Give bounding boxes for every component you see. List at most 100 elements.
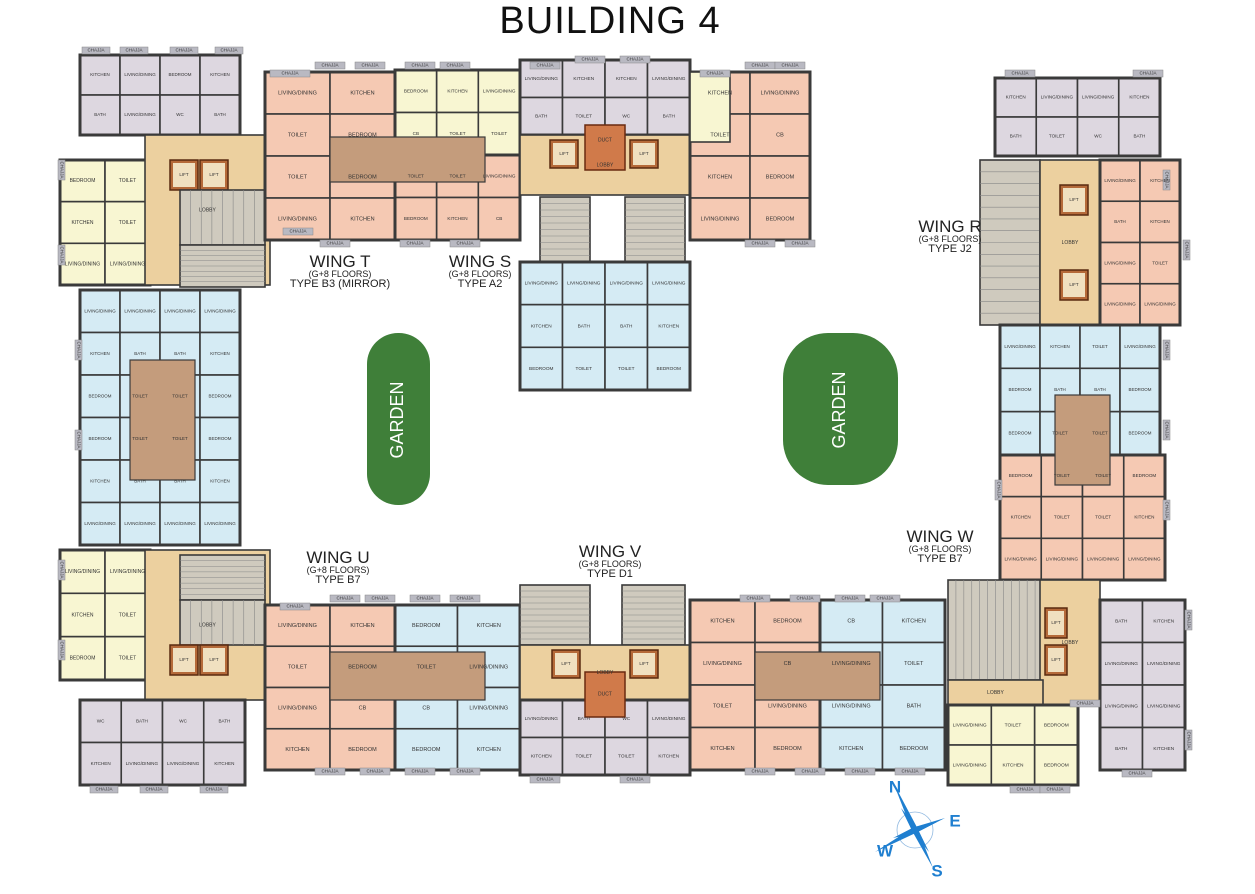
chajja [57,639,66,661]
wing-type: TYPE A2 [457,278,503,290]
chajja [1069,699,1101,708]
room-label: LIVING/DINING [65,569,100,575]
corridor [754,651,881,701]
page-title: BUILDING 4 [499,0,721,42]
chajja-label: CHAJJA [706,71,723,76]
room-label: LIVING/DINING [1144,302,1176,307]
room-label: TOILET [288,174,308,180]
lobby-label: LOBBY [987,690,1004,696]
room-label: BATH [94,112,106,117]
room-label: LIVING/DINING [1147,661,1181,667]
room-label: BEDROOM [766,174,795,180]
compass-s: S [931,861,942,880]
room-label: KITCHEN [90,351,109,356]
room-label: TOILET [119,656,136,662]
chajja-label: CHAJJA [175,48,192,53]
room-label: LIVING/DINING [124,112,156,117]
chajja [279,602,311,611]
chajja-label: CHAJJA [1046,787,1063,792]
room-label: BEDROOM [529,366,553,372]
chajja-label: CHAJJA [59,161,64,178]
chajja [329,594,361,603]
chajja [699,69,731,78]
chajja [619,775,651,784]
chajja-label: CHAJJA [456,596,473,601]
room-label: KITCHEN [1134,515,1154,520]
room-label: LIVING/DINING [525,716,559,722]
room-label: CB [413,131,419,136]
room-label: BEDROOM [412,747,441,753]
room-label: BEDROOM [1009,387,1032,392]
room [519,303,564,349]
room-label: LIVING/DINING [701,216,740,222]
room [1099,159,1141,203]
chajja [1182,239,1191,261]
chajja-label: CHAJJA [996,481,1001,498]
room [1122,495,1166,540]
chajja [119,46,149,55]
chajja [1132,69,1164,78]
room-label: KITCHEN [531,754,552,760]
chajja [789,594,821,603]
wing-floors: (G+8 FLOORS) [918,234,982,244]
chajja [314,767,346,776]
chajja [834,594,866,603]
chajja [1121,769,1153,778]
room-label: BATH [1114,219,1126,224]
chajja-label: CHAJJA [95,787,112,792]
room [604,346,649,391]
room-label: TOILET [491,131,507,136]
room-label: TOILET [1152,260,1168,265]
chajja-label: CHAJJA [361,63,378,68]
chajja-label: CHAJJA [801,769,818,774]
room-label: BEDROOM [1133,473,1157,478]
wing-t-label: WING T (G+8 FLOORS) TYPE B3 (MIRROR) [285,253,395,290]
room-label: LIVING/DINING [761,90,800,96]
corridor [329,651,486,701]
compass-e: E [949,811,960,830]
room-label: TOILET [1092,431,1108,436]
room-label: KITCHEN [1006,95,1026,100]
room [1081,537,1125,581]
chajja [319,239,351,248]
room-label: TOILET [172,393,188,398]
chajja-label: CHAJJA [1184,241,1189,258]
room-label: KITCHEN [210,72,229,77]
chajja [449,594,481,603]
lift-label: LIFT [639,151,649,156]
room-label: BEDROOM [657,366,681,372]
room-label: BEDROOM [209,436,232,441]
compass-point [893,827,917,838]
chajja [1162,499,1171,521]
chajja-label: CHAJJA [125,48,142,53]
lift-car [1063,188,1085,212]
chajja-label: CHAJJA [76,431,81,448]
room-label: LIVING/DINING [1041,95,1074,100]
chajja [314,61,346,70]
lift-label: LIFT [1051,620,1061,625]
room-label: LIVING/DINING [953,722,987,728]
lift-car [173,648,195,672]
chajja-label: CHAJJA [321,769,338,774]
room-label: TOILET [1054,473,1070,478]
room [749,71,811,115]
room-label: BEDROOM [1129,431,1152,436]
room-label: BEDROOM [89,393,112,398]
room-label: BATH [1115,619,1128,625]
room [519,736,564,776]
room [477,196,521,241]
room-label: TOILET [618,366,635,372]
room-label: BATH [174,478,186,483]
chajja-label: CHAJJA [901,769,918,774]
compass-point [913,822,937,833]
room [79,54,121,96]
room [199,94,241,136]
room-label: WC [179,718,187,723]
chajja-label: CHAJJA [411,769,428,774]
room-label: LIVING/DINING [703,661,742,667]
garden [783,333,898,485]
room-label: LIVING/DINING [483,173,516,178]
room [999,495,1043,540]
wing-name: WING R [918,217,982,236]
